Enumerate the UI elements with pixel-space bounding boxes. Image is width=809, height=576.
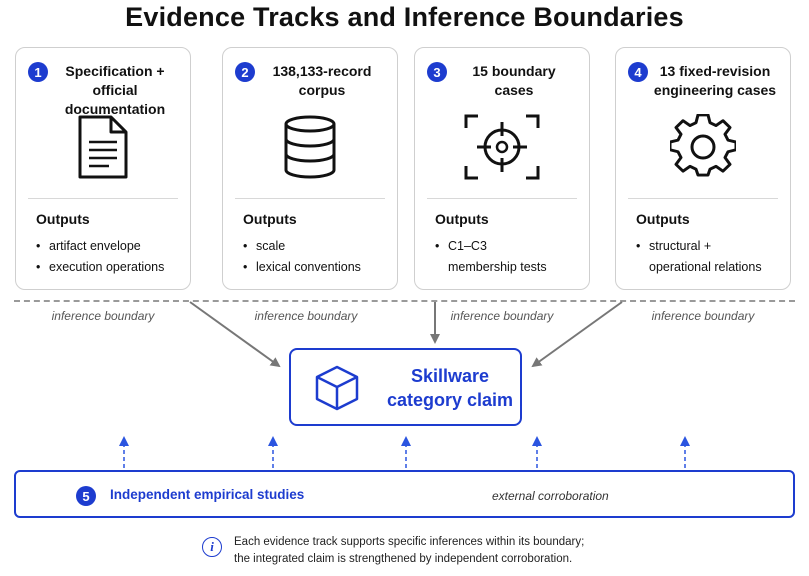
diagram-title: Evidence Tracks and Inference Boundaries bbox=[125, 2, 684, 32]
output-item: lexical conventions bbox=[243, 257, 391, 278]
track-number-badge: 2 bbox=[235, 62, 255, 82]
outputs-label: Outputs bbox=[435, 211, 489, 227]
document-icon bbox=[16, 114, 190, 180]
outputs-list: structural + operational relations bbox=[636, 236, 784, 278]
output-item: membership tests bbox=[448, 260, 547, 274]
inference-boundary-line bbox=[14, 300, 795, 302]
database-icon bbox=[223, 114, 397, 180]
evidence-track-card-2: 2 138,133-record corpus Outputs scale le… bbox=[222, 47, 398, 290]
inference-boundary-label: inference boundary bbox=[51, 309, 155, 323]
output-item: structural + bbox=[636, 236, 784, 257]
track-number-badge: 5 bbox=[76, 486, 96, 506]
output-item: execution operations bbox=[36, 257, 184, 278]
info-icon: i bbox=[202, 537, 222, 557]
track-number-badge: 3 bbox=[427, 62, 447, 82]
evidence-track-card-3: 3 15 boundary cases Outputs C1–C3 member… bbox=[414, 47, 590, 290]
divider bbox=[235, 198, 385, 199]
track-title: 138,133-record corpus bbox=[272, 63, 372, 98]
target-icon bbox=[415, 114, 589, 180]
output-item: operational relations bbox=[649, 260, 762, 274]
outputs-label: Outputs bbox=[636, 211, 690, 227]
corroboration-note: external corroboration bbox=[492, 489, 609, 503]
skillware-claim-box: Skillware category claim bbox=[289, 348, 522, 426]
gear-icon bbox=[616, 114, 790, 180]
outputs-label: Outputs bbox=[243, 211, 297, 227]
output-item: artifact envelope bbox=[36, 236, 184, 257]
inference-boundary-label: inference boundary bbox=[254, 309, 358, 323]
evidence-track-card-4: 4 13 fixed-revision engineering cases Ou… bbox=[615, 47, 791, 290]
inference-boundary-label: inference boundary bbox=[450, 309, 554, 323]
outputs-list: scale lexical conventions bbox=[243, 236, 391, 278]
outputs-label: Outputs bbox=[36, 211, 90, 227]
claim-label: Skillware category claim bbox=[386, 366, 514, 410]
studies-label: Independent empirical studies bbox=[110, 487, 305, 502]
inference-boundary-label: inference boundary bbox=[651, 309, 755, 323]
output-item: C1–C3 bbox=[435, 236, 583, 257]
outputs-list: artifact envelope execution operations bbox=[36, 236, 184, 278]
outputs-list: C1–C3 membership tests bbox=[435, 236, 583, 278]
cube-icon bbox=[313, 364, 361, 417]
track-number-badge: 1 bbox=[28, 62, 48, 82]
track-number-badge: 4 bbox=[628, 62, 648, 82]
divider bbox=[28, 198, 178, 199]
evidence-track-card-1: 1 Specification + official documentation… bbox=[15, 47, 191, 290]
divider bbox=[628, 198, 778, 199]
independent-studies-box: 5 Independent empirical studies external… bbox=[14, 470, 795, 518]
divider bbox=[427, 198, 577, 199]
track-title: 15 boundary cases bbox=[472, 63, 556, 98]
track-title: 13 fixed-revision engineering cases bbox=[653, 63, 777, 98]
output-item: scale bbox=[243, 236, 391, 257]
footnote-text: Each evidence track supports specific in… bbox=[234, 536, 585, 565]
track-title: Specification + official documentation bbox=[64, 63, 166, 117]
